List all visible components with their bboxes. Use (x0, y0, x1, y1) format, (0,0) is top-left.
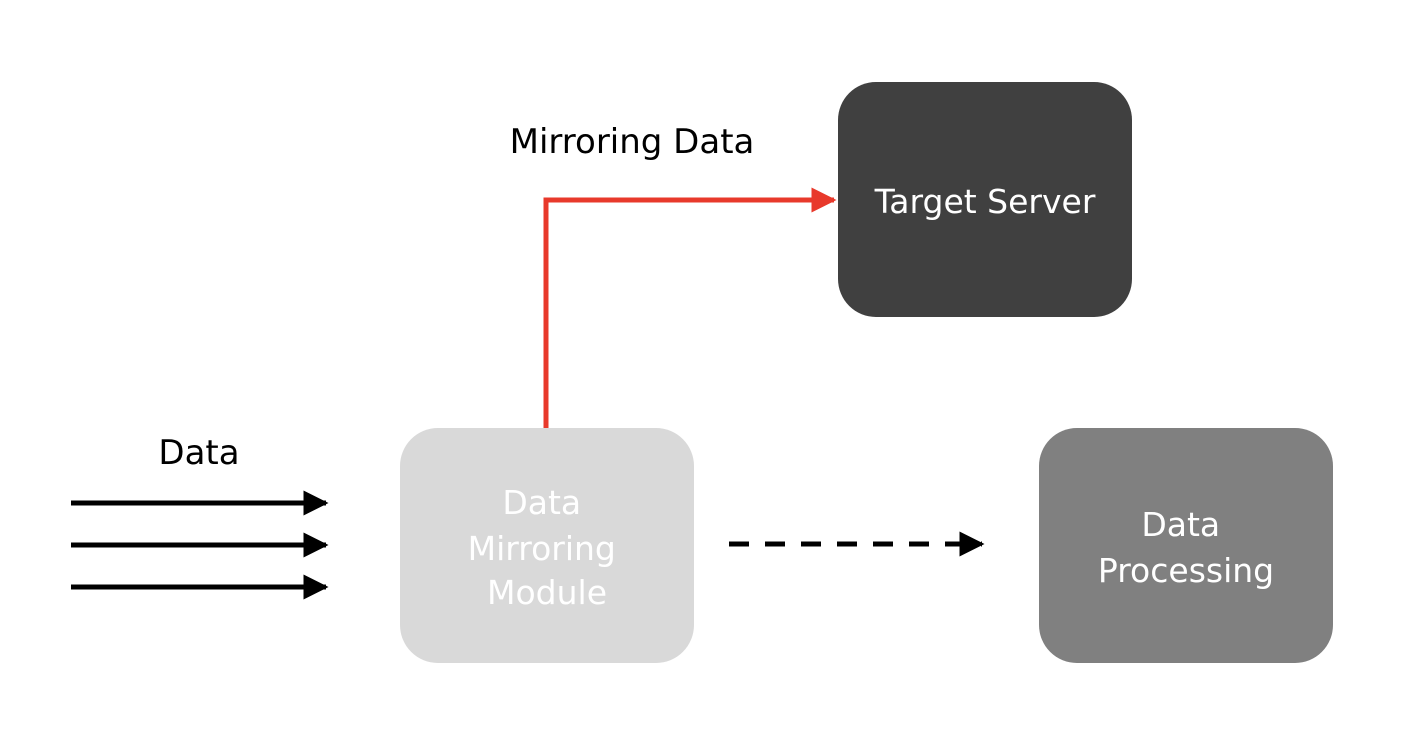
target-server-box (838, 82, 1132, 317)
target-server-node: Target Server (838, 82, 1132, 317)
processing-line-2: Processing (1098, 551, 1274, 590)
processing-box (1039, 428, 1333, 663)
mirroring-module-node: Data Mirroring Module (400, 428, 694, 663)
processing-label: Data Processing (1098, 505, 1274, 590)
mirroring-data-label: Mirroring Data (510, 122, 755, 162)
mirroring-module-line-2: Mirroring (468, 529, 616, 568)
mirroring-module-line-1: Data (502, 483, 581, 522)
input-data-label: Data (158, 433, 239, 473)
mirroring-module-line-3: Module (487, 573, 607, 612)
processing-line-1: Data (1141, 505, 1220, 544)
mirroring-arrow (543, 187, 837, 428)
target-server-label: Target Server (874, 182, 1096, 221)
processing-node: Data Processing (1039, 428, 1333, 663)
mirroring-module-box (400, 428, 694, 663)
mirroring-module-label: Data Mirroring Module (468, 483, 627, 612)
target-server-line-1: Target Server (874, 182, 1096, 221)
